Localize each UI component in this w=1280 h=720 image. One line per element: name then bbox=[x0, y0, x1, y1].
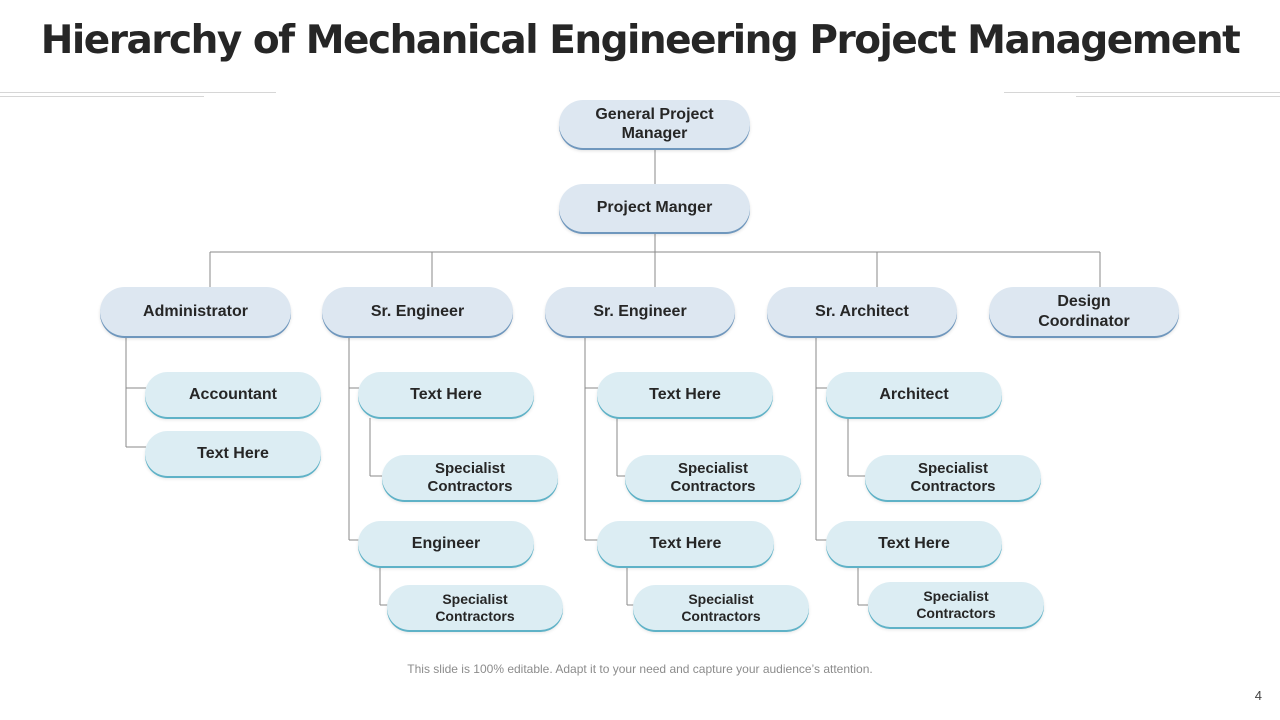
node-project-manager: Project Manger bbox=[559, 184, 750, 232]
node-accountant: Accountant bbox=[145, 372, 321, 417]
node-eng1-role-1: Text Here bbox=[358, 372, 534, 417]
node-arch-role-1: Architect bbox=[826, 372, 1002, 417]
node-label: Accountant bbox=[189, 385, 277, 403]
node-label: Specialist Contractors bbox=[681, 590, 761, 624]
node-label: Sr. Architect bbox=[815, 302, 909, 320]
node-label: Text Here bbox=[197, 444, 269, 462]
node-label: Specialist Contractors bbox=[427, 459, 513, 495]
node-administrator: Administrator bbox=[100, 287, 291, 336]
node-label: Specialist Contractors bbox=[670, 459, 756, 495]
node-general-project-manager: General Project Manager bbox=[559, 100, 750, 148]
title-divider-right-inner bbox=[1076, 96, 1280, 97]
node-label: Architect bbox=[879, 385, 949, 403]
title-divider-left bbox=[0, 92, 276, 93]
node-label: Text Here bbox=[878, 534, 950, 552]
node-sr-engineer-1: Sr. Engineer bbox=[322, 287, 513, 336]
node-label: Sr. Engineer bbox=[593, 302, 687, 320]
node-eng1-role-2-sub: Specialist Contractors bbox=[387, 585, 563, 630]
node-arch-role-1-sub: Specialist Contractors bbox=[865, 455, 1041, 500]
node-label: Text Here bbox=[649, 534, 722, 552]
node-eng2-role-1: Text Here bbox=[597, 372, 773, 417]
node-sr-architect: Sr. Architect bbox=[767, 287, 957, 336]
page-number: 4 bbox=[1254, 688, 1262, 703]
node-label: General Project Manager bbox=[595, 105, 714, 142]
node-design-coordinator: Design Coordinator bbox=[989, 287, 1179, 336]
node-label: Specialist Contractors bbox=[435, 590, 515, 624]
node-admin-text-here: Text Here bbox=[145, 431, 321, 476]
node-label: Engineer bbox=[411, 534, 481, 552]
node-label: Sr. Engineer bbox=[370, 302, 465, 320]
node-eng2-role-2: Text Here bbox=[597, 521, 774, 566]
node-label: Project Manger bbox=[596, 199, 713, 217]
node-eng2-role-1-sub: Specialist Contractors bbox=[625, 455, 801, 500]
node-label: Text Here bbox=[649, 385, 721, 403]
node-eng1-role-1-sub: Specialist Contractors bbox=[382, 455, 558, 500]
node-label: Administrator bbox=[143, 302, 248, 320]
node-label: Specialist Contractors bbox=[910, 459, 996, 495]
node-label: Text Here bbox=[410, 385, 482, 403]
node-arch-role-2-sub: Specialist Contractors bbox=[868, 582, 1044, 627]
node-sr-engineer-2: Sr. Engineer bbox=[545, 287, 735, 336]
footer-note: This slide is 100% editable. Adapt it to… bbox=[407, 662, 873, 676]
slide-title: Hierarchy of Mechanical Engineering Proj… bbox=[40, 18, 1241, 63]
node-label: Design Coordinator bbox=[1038, 293, 1130, 330]
node-arch-role-2: Text Here bbox=[826, 521, 1002, 566]
node-eng2-role-2-sub: Specialist Contractors bbox=[633, 585, 809, 630]
title-divider-right bbox=[1004, 92, 1280, 93]
title-divider-left-inner bbox=[0, 96, 204, 97]
node-eng1-role-2: Engineer bbox=[358, 521, 534, 566]
node-label: Specialist Contractors bbox=[916, 587, 996, 621]
